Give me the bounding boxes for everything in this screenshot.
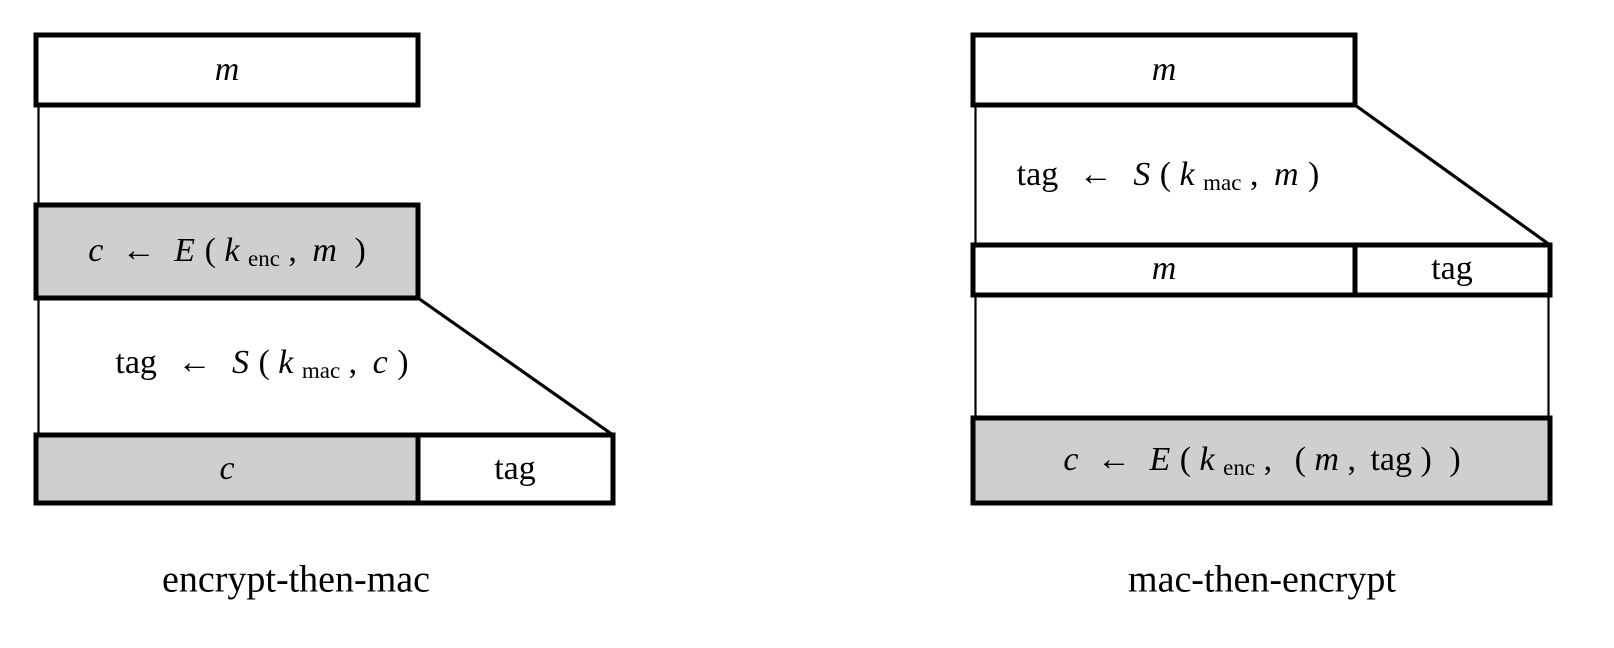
etm-enc-function: E: [173, 232, 195, 269]
etm-block-ciphertext-fill: [36, 435, 418, 503]
mte-enc-inner-m: m: [1314, 441, 1339, 478]
etm-label-tag: tag: [494, 450, 536, 487]
etm-formula-mac: tag ← S ( k mac , c ): [115, 344, 408, 389]
etm-enc-rparen: ): [354, 232, 365, 269]
mte-enc-result: c: [1063, 441, 1078, 478]
etm-mac-key: k: [278, 344, 294, 381]
mte-label-message: m: [1152, 51, 1177, 88]
mte-diagonal-expansion: [1354, 103, 1551, 247]
etm-enc-comma: ,: [288, 232, 297, 269]
mte-enc-comma-outer: ,: [1264, 441, 1273, 478]
diagram-encrypt-then-mac: m c ← E ( k enc , m ): [33, 32, 616, 601]
caption-encrypt-then-mac: encrypt-then-mac: [162, 559, 430, 601]
mte-enc-inner-rparen: ): [1421, 441, 1432, 478]
mte-formula-encrypt: c ← E ( k enc , ( m , tag ) ): [1063, 441, 1460, 486]
etm-block-output-border: [33, 432, 616, 506]
mte-block-encrypt-border: [970, 415, 1553, 506]
diagram-mac-then-encrypt: m tag ← S ( k mac , m ): [970, 32, 1553, 601]
etm-label-message: m: [215, 51, 240, 88]
etm-mac-rparen: ): [397, 344, 408, 381]
mte-block-tagged-fill: [973, 245, 1550, 295]
mte-mac-rparen: ): [1308, 156, 1319, 193]
mte-mac-result: tag: [1017, 156, 1059, 193]
etm-enc-argument: m: [312, 232, 337, 269]
mte-row-message: m: [970, 32, 1358, 108]
mte-mac-arrow: ←: [1079, 156, 1113, 193]
mte-enc-inner-lparen: (: [1295, 441, 1306, 478]
mte-row-tagged: m tag: [970, 242, 1553, 298]
etm-enc-key: k: [224, 232, 240, 269]
mte-mac-lparen: (: [1160, 156, 1171, 193]
mte-label-message-segment: m: [1152, 250, 1177, 287]
etm-block-encrypt-border: [33, 202, 421, 301]
mte-row-mac: tag ← S ( k mac , m ): [1017, 156, 1320, 201]
mte-enc-inner-comma: ,: [1347, 441, 1356, 478]
mte-enc-rparen: ): [1449, 441, 1460, 478]
etm-row-output: c tag: [33, 432, 616, 506]
mte-enc-function: E: [1148, 441, 1170, 478]
mte-enc-inner-tag: tag: [1370, 441, 1412, 478]
etm-row-message: m: [33, 32, 421, 108]
etm-diagonal-expansion: [417, 296, 614, 437]
mte-enc-arrow: ←: [1097, 441, 1131, 478]
mte-formula-mac: tag ← S ( k mac , m ): [1017, 156, 1320, 201]
mte-row-encrypt: c ← E ( k enc , ( m , tag ) ): [970, 415, 1553, 506]
etm-enc-result: c: [88, 232, 103, 269]
mte-mac-argument: m: [1274, 156, 1299, 193]
mte-label-tag-segment: tag: [1431, 250, 1473, 287]
etm-enc-lparen: (: [205, 232, 216, 269]
etm-formula-encrypt: c ← E ( k enc , m ): [88, 232, 366, 277]
etm-mac-result: tag: [115, 344, 157, 381]
mte-mac-function: S: [1133, 156, 1150, 193]
etm-block-tag-fill: [418, 435, 613, 503]
etm-mac-argument: c: [373, 344, 388, 381]
mte-block-message-border: [970, 32, 1358, 108]
mte-enc-key: k: [1200, 441, 1216, 478]
caption-mac-then-encrypt: mac-then-encrypt: [1128, 559, 1396, 601]
mte-block-tagged-border: [970, 242, 1553, 298]
etm-mac-lparen: (: [258, 344, 269, 381]
etm-mac-function: S: [232, 344, 249, 381]
etm-mac-comma: ,: [349, 344, 358, 381]
mte-mac-key: k: [1180, 156, 1196, 193]
mte-block-encrypt-fill: [973, 418, 1550, 503]
mte-mac-comma: ,: [1250, 156, 1259, 193]
etm-block-encrypt-fill: [36, 205, 418, 298]
etm-row-encrypt: c ← E ( k enc , m ): [33, 202, 421, 301]
etm-row-mac: tag ← S ( k mac , c ): [115, 344, 408, 389]
etm-mac-arrow: ←: [177, 344, 211, 381]
mte-enc-key-subscript: enc: [1223, 455, 1255, 480]
etm-block-message-border: [33, 32, 421, 108]
mte-enc-lparen: (: [1180, 441, 1191, 478]
etm-enc-arrow: ←: [122, 232, 156, 269]
etm-mac-key-subscript: mac: [302, 358, 340, 383]
etm-block-message-fill: [36, 35, 418, 105]
mte-mac-key-subscript: mac: [1203, 170, 1241, 195]
etm-label-ciphertext: c: [219, 450, 234, 487]
etm-enc-key-subscript: enc: [248, 246, 280, 271]
mte-block-message-fill: [973, 35, 1355, 105]
